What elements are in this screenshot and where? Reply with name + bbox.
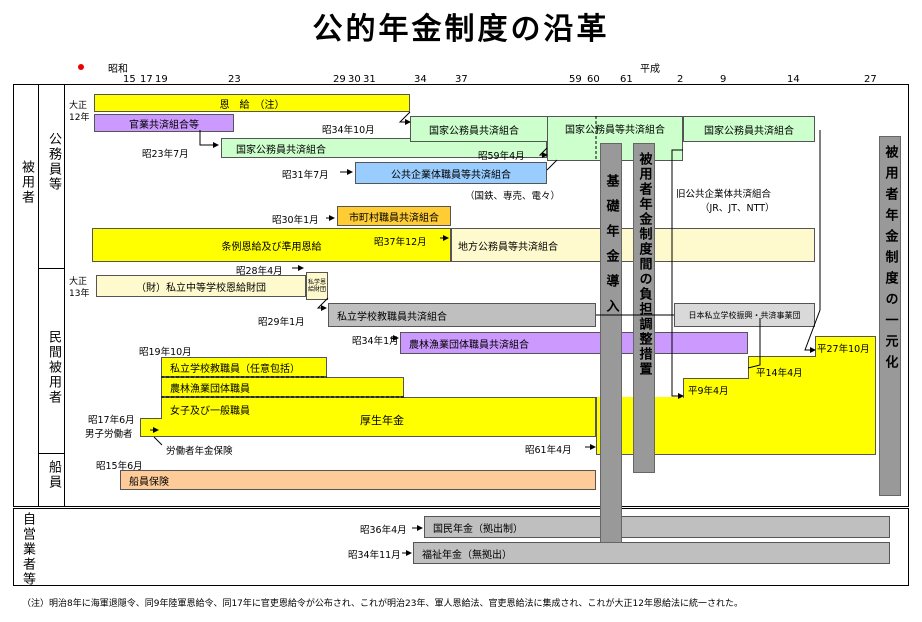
- label-danshi: 男子労働者: [85, 429, 133, 440]
- year-label: 31: [363, 74, 376, 85]
- page-title: 公的年金制度の沿革: [312, 12, 610, 47]
- side-label-hiyosha: 被用者: [19, 160, 34, 205]
- bar-kosei-label: 厚生年金: [360, 414, 404, 427]
- year-label: 19: [155, 74, 168, 85]
- label-s28-4: 昭28年4月: [236, 266, 283, 277]
- year-label: 34: [414, 74, 427, 85]
- bar-shigaku-small: 私学恩給財団: [306, 272, 328, 300]
- label-taisho12: 大正12年: [69, 101, 90, 123]
- year-label: 61: [620, 74, 633, 85]
- era-showa: 昭和: [108, 64, 128, 75]
- bar-shichoson: 市町村職員共済組合: [337, 206, 451, 226]
- bar-kangyo: 官業共済組合等: [94, 114, 234, 132]
- label-kyu-kokyo-note: （JR、JT、NTT）: [700, 203, 775, 214]
- label-s61-4: 昭61年4月: [525, 445, 572, 456]
- bar-kosei-main: 女子及び一般職員 厚生年金: [161, 397, 596, 437]
- label-s34-11: 昭34年11月: [348, 550, 401, 561]
- vbar-kiso: 基礎年金導入: [600, 143, 622, 543]
- bar-shigaku: 私立学校教職員共済組合: [328, 303, 596, 327]
- vbar-futan-label: 被用者年金制度間の負担調整措置: [636, 152, 652, 377]
- vbar-kiso-label: 基礎年金導入: [603, 174, 619, 324]
- kokyo-note: （国鉄、専売、電々）: [465, 191, 561, 202]
- side-label-senin: 船員: [46, 460, 61, 490]
- vbar-futan: 被用者年金制度間の負担調整措置: [633, 143, 655, 473]
- label-s34-1: 昭34年1月: [352, 336, 399, 347]
- divider: [38, 268, 65, 269]
- year-label: 2: [677, 74, 684, 85]
- vbar-ichigen-label: 被用者年金制度の一元化: [882, 145, 898, 376]
- vbar-ichigen: 被用者年金制度の一元化: [879, 136, 901, 496]
- divider: [38, 453, 65, 454]
- label-s19-10: 昭19年10月: [139, 347, 192, 358]
- year-label: 14: [787, 74, 800, 85]
- bar-kokka3: 国家公務員共済組合: [683, 116, 815, 142]
- year-label: 23: [228, 74, 241, 85]
- year-label: 15: [123, 74, 136, 85]
- year-label: 37: [455, 74, 468, 85]
- year-label: 29: [333, 74, 346, 85]
- employee-section-frame: [13, 84, 909, 507]
- side-label-komuin: 公務員等: [46, 132, 61, 192]
- label-h14-4: 平14年4月: [756, 368, 803, 379]
- divider: [64, 84, 65, 507]
- label-s31-7: 昭31年7月: [282, 170, 329, 181]
- bar-norin-kyosai: 農林漁業団体職員共済組合: [400, 332, 748, 354]
- bar-kokumin: 国民年金（拠出制）: [424, 516, 890, 538]
- label-kyu-kokyo: 旧公共企業体共済組合: [676, 189, 772, 200]
- label-s17-6: 昭17年6月: [88, 415, 135, 426]
- label-s23-7: 昭23年7月: [142, 149, 189, 160]
- bar-onkyu: 恩 給 （注）: [94, 94, 410, 112]
- label-taisho13: 大正13年: [69, 277, 90, 299]
- label-s59-4: 昭59年4月: [478, 151, 525, 162]
- label-h27-10: 平27年10月: [817, 344, 870, 355]
- label-s37-12: 昭37年12月: [374, 237, 427, 248]
- year-label: 59: [569, 74, 582, 85]
- label-s29-1: 昭29年1月: [258, 317, 305, 328]
- bar-kokka-to-label: 国家公務員等共済組合: [565, 125, 665, 136]
- year-label: 9: [720, 74, 727, 85]
- bar-fukushi: 福祉年金（無拠出）: [413, 542, 890, 564]
- label-s30-1: 昭30年1月: [272, 215, 319, 226]
- label-s34-10: 昭34年10月: [322, 125, 375, 136]
- label-rodosha: 労働者年金保険: [166, 446, 233, 457]
- self-employed-section-frame: [13, 508, 909, 586]
- label-h9-4: 平9年4月: [688, 386, 729, 397]
- bar-kokyo: 公共企業体職員等共済組合: [355, 162, 547, 184]
- year-label: 27: [864, 74, 877, 85]
- bar-josei-label: 女子及び一般職員: [170, 406, 250, 417]
- side-label-jiei: 自営業者等: [20, 512, 35, 587]
- era-heisei: 平成: [640, 64, 660, 75]
- year-label: 60: [587, 74, 600, 85]
- year-label: 17: [140, 74, 153, 85]
- label-s36-4: 昭36年4月: [360, 525, 407, 536]
- year-label: 30: [348, 74, 361, 85]
- bar-nihon-shigaku: 日本私立学校振興・共済事業団: [674, 303, 815, 327]
- bar-senin-hoken: 船員保険: [120, 470, 596, 490]
- red-dot-marker: [78, 64, 84, 70]
- side-label-minkan: 民間被用者: [46, 330, 61, 405]
- divider: [38, 84, 39, 507]
- bar-zaidan: （財）私立中等学校恩給財団: [96, 275, 306, 297]
- bar-kosei-step3: [815, 336, 876, 357]
- footnote: （注）明治8年に海軍退隠令、同9年陸軍恩給令、同17年に官吏恩給令が公布され、こ…: [22, 599, 743, 609]
- bar-jorei: 条例恩給及び準用恩給: [92, 228, 451, 262]
- label-s15-6: 昭15年6月: [96, 461, 143, 472]
